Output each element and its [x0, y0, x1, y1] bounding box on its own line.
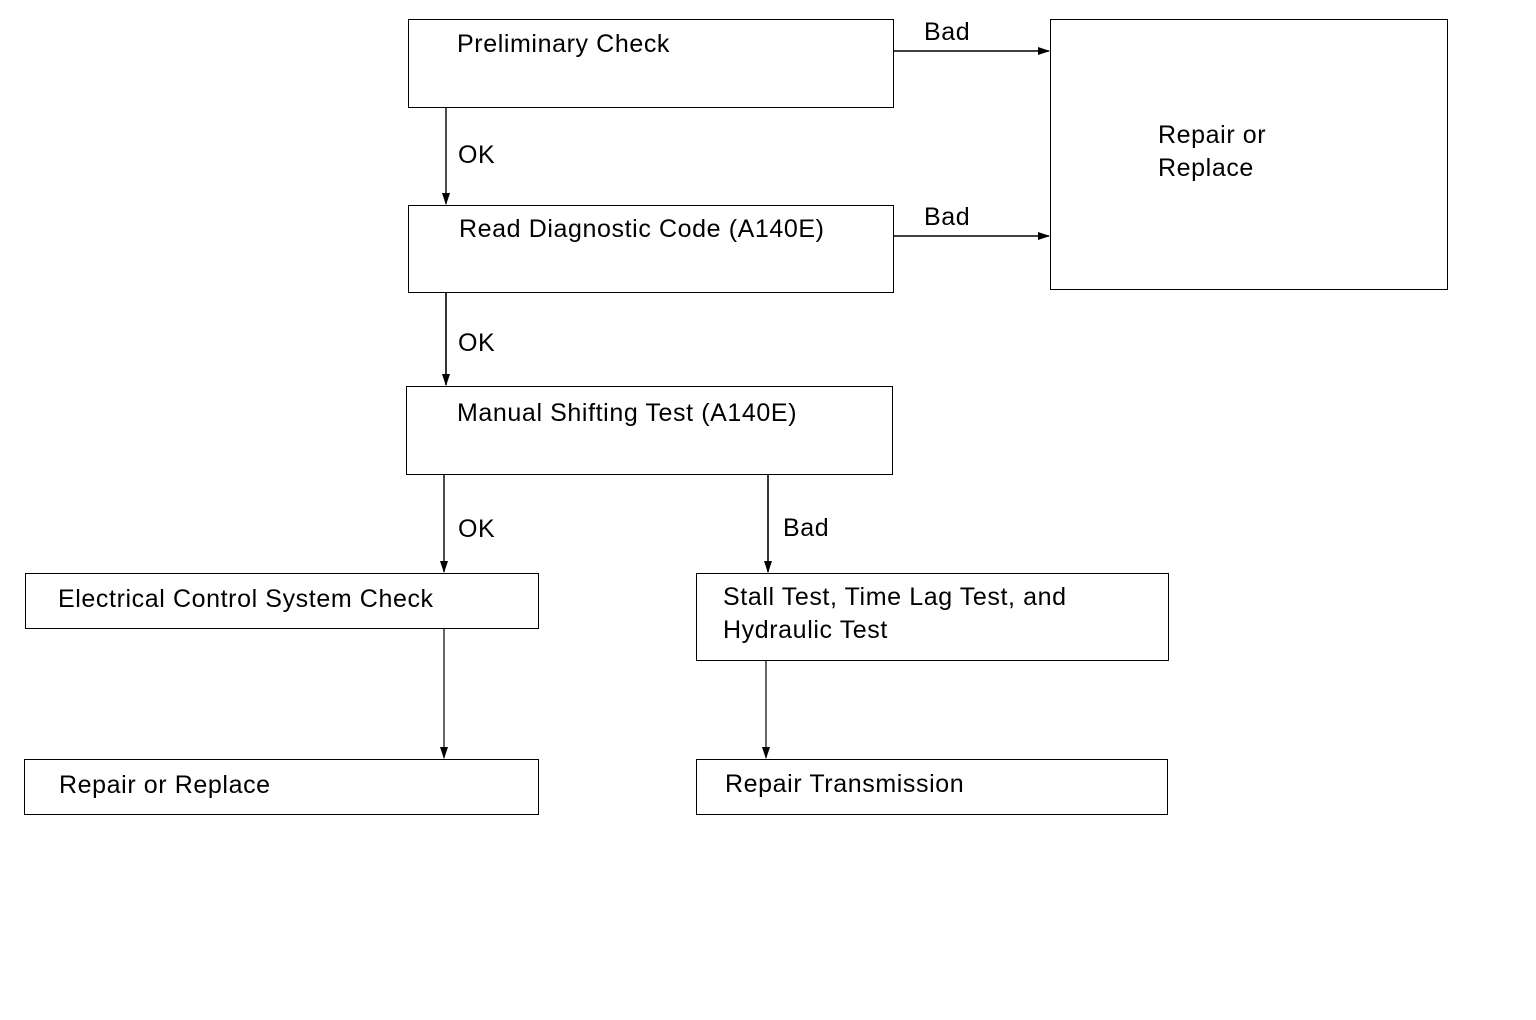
- repair-transmission-label: Repair Transmission: [725, 770, 965, 798]
- electrical-control-system-check-label: Electrical Control System Check: [58, 585, 434, 613]
- edge-label-manual-bad: Bad: [783, 514, 830, 542]
- manual-shifting-test-label: Manual Shifting Test (A140E): [457, 399, 798, 427]
- manual-shifting-test-box: Manual Shifting Test (A140E): [406, 386, 893, 475]
- read-diagnostic-code-box: Read Diagnostic Code (A140E): [408, 205, 894, 293]
- stall-time-lag-hydraulic-test-box: Stall Test, Time Lag Test, and Hydraulic…: [696, 573, 1169, 661]
- edge-label-prelim-ok: OK: [458, 141, 496, 169]
- repair-or-replace-right-label: Repair or Replace: [1158, 121, 1267, 182]
- edge-label-diag-bad: Bad: [924, 203, 971, 231]
- repair-or-replace-left-label: Repair or Replace: [59, 771, 271, 799]
- electrical-control-system-check-box: Electrical Control System Check: [25, 573, 539, 629]
- repair-or-replace-left-box: Repair or Replace: [24, 759, 539, 815]
- repair-or-replace-right-box: Repair or Replace: [1050, 19, 1448, 290]
- stall-time-lag-hydraulic-test-label: Stall Test, Time Lag Test, and Hydraulic…: [723, 583, 1067, 644]
- preliminary-check-label: Preliminary Check: [457, 30, 671, 58]
- edge-label-manual-ok: OK: [458, 515, 496, 543]
- repair-transmission-box: Repair Transmission: [696, 759, 1168, 815]
- edge-label-prelim-bad: Bad: [924, 18, 971, 46]
- preliminary-check-box: Preliminary Check: [408, 19, 894, 108]
- edge-label-diag-ok: OK: [458, 329, 496, 357]
- read-diagnostic-code-label: Read Diagnostic Code (A140E): [459, 215, 825, 243]
